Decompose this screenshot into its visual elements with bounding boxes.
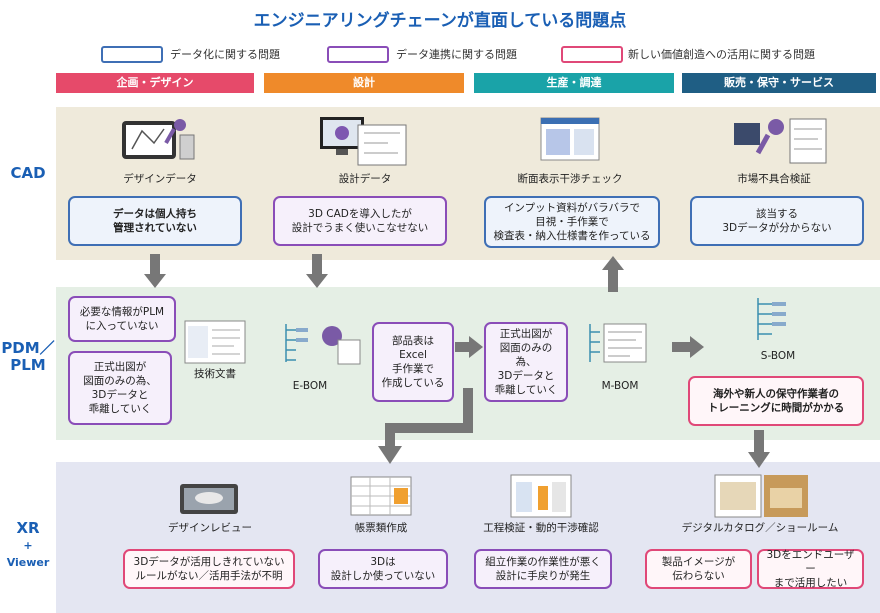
- caption-section-check: 断面表示干渉チェック: [517, 173, 623, 185]
- issue-process-check: 組立作業の作業性が悪く 設計に手戻りが発生: [474, 549, 612, 589]
- phase-design: 設計: [264, 73, 464, 93]
- phase-production: 生産・調達: [474, 73, 674, 93]
- issue-training: 海外や新人の保守作業者の トレーニングに時間がかかる: [688, 376, 864, 426]
- caption-process-check: 工程検証・動的干渉確認: [483, 522, 599, 534]
- legend-label-link: データ連携に関する問題: [396, 48, 517, 61]
- issue-catalog-2: 3Dをエンドユーザー まで活用したい: [757, 549, 864, 589]
- legend-swatch-link: [327, 46, 389, 63]
- row-label-pdm-line1: PDM／: [1, 339, 55, 357]
- caption-catalog: デジタルカタログ／ショールーム: [681, 522, 839, 534]
- issue-section-check: インプット資料がバラバラで 目視・手作業で 検査表・納入仕様書を作っている: [484, 196, 660, 248]
- tech-doc-icon: [184, 320, 246, 364]
- robot-arm-icon: [734, 118, 827, 164]
- caption-mbom: M-BOM: [601, 380, 639, 392]
- row-label-cad: CAD: [10, 164, 46, 182]
- arrow-down-3: [748, 430, 770, 468]
- ebom-tree-icon: [285, 324, 361, 365]
- caption-design-data: デザインデータ: [123, 173, 197, 185]
- issue-catalog-1: 製品イメージが 伝わらない: [645, 549, 752, 589]
- caption-design-review: デザインレビュー: [168, 522, 252, 534]
- row-label-pdm-line2: PLM: [10, 356, 46, 374]
- process-check-icon: [510, 474, 572, 518]
- legend-label-data: データ化に関する問題: [170, 48, 280, 61]
- design-review-icon: [180, 484, 238, 514]
- legend-label-value: 新しい価値創造への活用に関する問題: [628, 48, 815, 61]
- arrow-down-2: [306, 254, 328, 288]
- phase-planning: 企画・デザイン: [56, 73, 254, 93]
- issue-market-check: 該当する 3Dデータが分からない: [690, 196, 864, 246]
- arrow-up-1: [602, 256, 624, 292]
- arrow-right-1: [455, 336, 483, 358]
- legend-swatch-value: [561, 46, 623, 63]
- row-label-xr: XR + Viewer: [0, 520, 56, 571]
- row-label-xr-line1: XR: [16, 519, 40, 537]
- tablet-design-icon: [122, 119, 195, 160]
- caption-tech-doc: 技術文書: [194, 368, 236, 380]
- row-label-xr-plus: +: [23, 539, 33, 552]
- issue-design-review: 3Dデータが活用しきれていない ルールがない／活用手法が不明: [123, 549, 295, 589]
- caption-market-check: 市場不具合検証: [737, 173, 811, 185]
- issue-drawing-2: 正式出図が 図面のみの為、 3Dデータと 乖離していく: [484, 322, 568, 402]
- section-view-icon: [540, 117, 600, 161]
- arrow-bent-down: [378, 388, 473, 464]
- sbom-tree-icon: [757, 298, 786, 340]
- legend-swatch-data: [101, 46, 163, 63]
- forms-icon: [350, 476, 412, 516]
- caption-sbom: S-BOM: [760, 350, 796, 362]
- phase-sales: 販売・保守・サービス: [682, 73, 876, 93]
- issue-drawing-1: 正式出図が 図面のみの為、 3Dデータと 乖離していく: [68, 351, 172, 425]
- issue-plm-info: 必要な情報がPLM に入っていない: [68, 296, 176, 342]
- mbom-tree-icon: [589, 323, 647, 363]
- arrow-down-1: [144, 254, 166, 288]
- page-title: エンジニアリングチェーンが直面している問題点: [253, 11, 627, 31]
- catalog-showroom-icon: [714, 474, 808, 518]
- caption-design-data2: 設計データ: [338, 173, 392, 185]
- row-label-pdm: PDM／ PLM: [0, 340, 56, 374]
- row-label-xr-line2: Viewer: [6, 556, 50, 569]
- caption-forms: 帳票類作成: [354, 522, 408, 534]
- caption-ebom: E-BOM: [292, 380, 328, 392]
- issue-design-data: データは個人持ち 管理されていない: [68, 196, 242, 246]
- issue-design-data2: 3D CADを導入したが 設計でうまく使いこなせない: [273, 196, 447, 246]
- arrow-right-2: [672, 336, 704, 358]
- cad-screen-icon: [320, 117, 407, 166]
- issue-forms: 3Dは 設計しか使っていない: [318, 549, 448, 589]
- issue-excel-bom: 部品表は Excel 手作業で 作成している: [372, 322, 454, 402]
